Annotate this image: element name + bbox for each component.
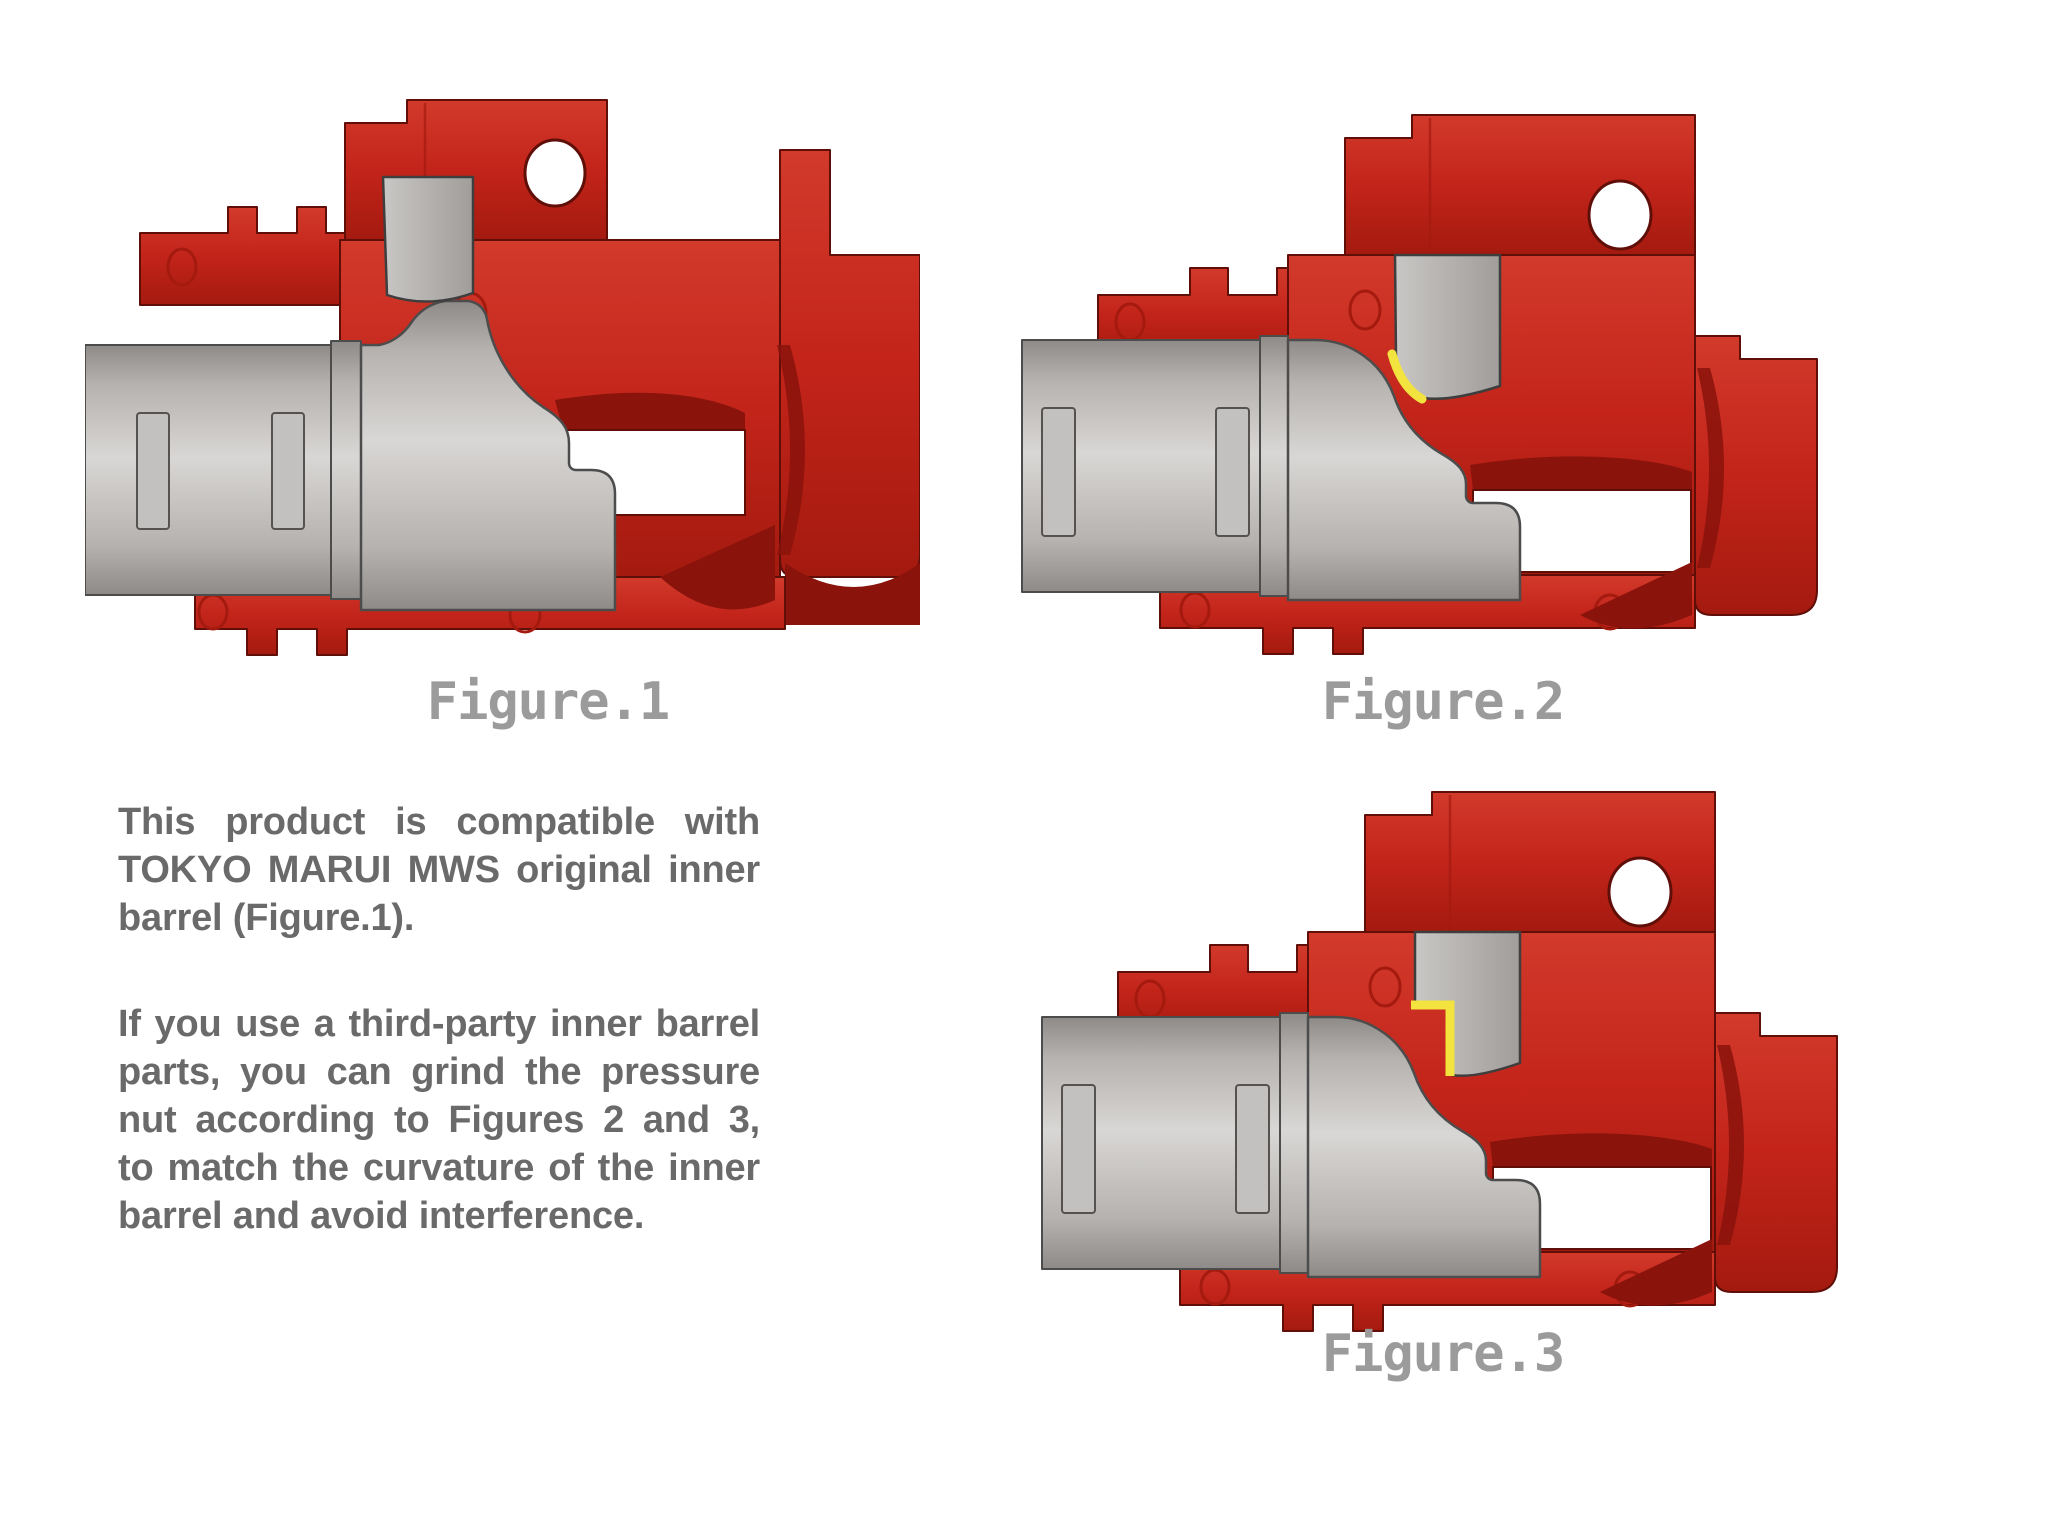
fig1-rail-pin-hole	[166, 247, 198, 287]
paragraph-compatibility: This product is compatible with TOKYO MA…	[118, 798, 760, 942]
fig1-window-cutout	[559, 429, 746, 516]
fig2-pressure-nut	[1393, 253, 1502, 401]
figure-2	[1020, 110, 1820, 665]
text-line: This product is compatible with	[118, 801, 760, 843]
text-line: barrel (Figure.1).	[118, 897, 415, 939]
paragraph-grinding-instructions: If you use a third-party inner barrel pa…	[118, 1000, 760, 1240]
fig1-pressure-nut	[381, 175, 475, 303]
fig1-chamber-block	[359, 299, 617, 612]
fig2-grind-highlight	[1387, 349, 1427, 404]
figure-1-cad-image	[85, 99, 920, 656]
fig1-right-slab	[779, 149, 920, 578]
instruction-text: This product is compatible with TOKYO MA…	[118, 798, 760, 1240]
figure-1-caption: Figure.1	[426, 672, 670, 732]
text-line: parts, you can grind the pressure	[118, 1051, 760, 1093]
text-line: If you use a third-party inner barrel	[118, 1003, 760, 1045]
figure-3	[1040, 787, 1840, 1342]
fig3-grind-highlight	[1411, 1000, 1455, 1076]
fig1-barrel-flange	[330, 340, 362, 600]
fig1-takedown-hole	[523, 138, 587, 208]
text-line: nut according to Figures 2 and 3,	[118, 1099, 760, 1141]
figure-2-caption: Figure.2	[1321, 672, 1565, 732]
figure-2-cad-image	[1020, 113, 1819, 656]
figure-3-cad-image	[1040, 790, 1839, 1333]
text-line: TOKYO MARUI MWS original inner	[118, 849, 760, 891]
figure-3-caption: Figure.3	[1321, 1324, 1565, 1384]
figure-1	[85, 95, 920, 660]
text-line: barrel and avoid interference.	[118, 1195, 645, 1237]
text-line: to match the curvature of the inner	[118, 1147, 760, 1189]
